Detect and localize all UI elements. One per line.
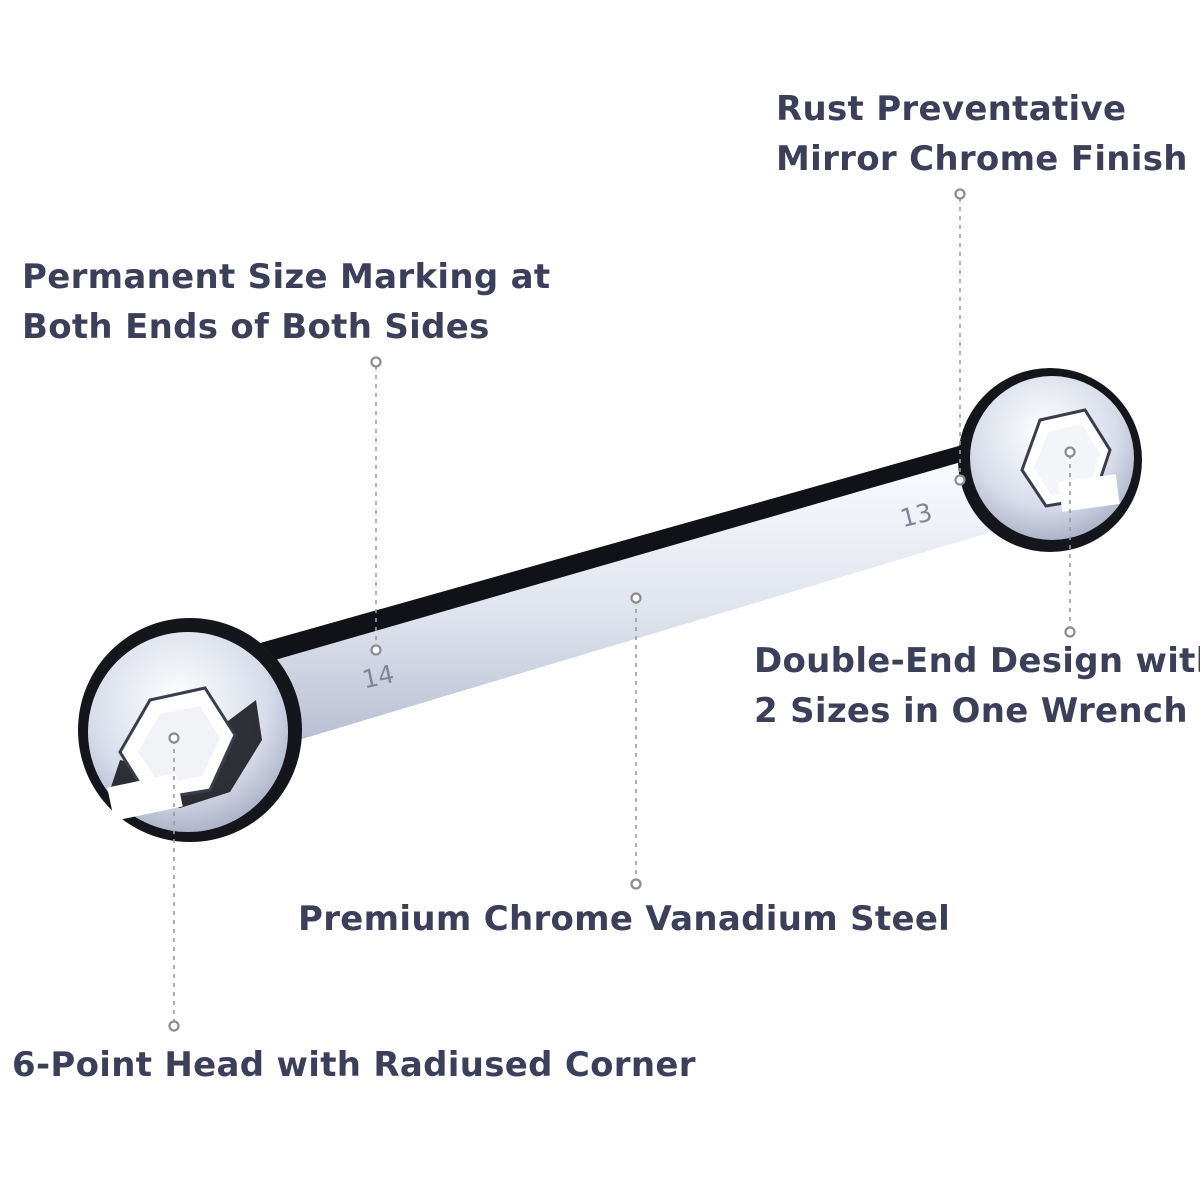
dot-rust-top [954,188,966,200]
callout-steel-text: Premium Chrome Vanadium Steel [298,899,951,939]
callout-rust-preventative: Rust Preventative Mirror Chrome Finish [776,84,1188,184]
size-stamp-14: 14 [360,659,397,694]
dot-head-top [168,732,180,744]
callout-size-marking: Permanent Size Marking at Both Ends of B… [22,252,550,352]
dot-size-end [370,644,382,656]
callout-size-line2: Both Ends of Both Sides [22,307,490,347]
dot-size-top [370,356,382,368]
callout-rust-line1: Rust Preventative [776,89,1127,129]
callout-head-text: 6-Point Head with Radiused Corner [12,1045,696,1085]
wrench-head-left [78,618,302,842]
dot-steel-top [630,592,642,604]
callout-six-point-head: 6-Point Head with Radiused Corner [12,1040,696,1090]
callout-size-line1: Permanent Size Marking at [22,257,551,297]
callout-double-line2: 2 Sizes in One Wrench [754,691,1188,731]
dot-double-top [1064,446,1076,458]
dot-rust-end [954,474,966,486]
callout-double-end: Double-End Design with 2 Sizes in One Wr… [754,636,1200,736]
dot-double-end [1064,626,1076,638]
callout-double-line1: Double-End Design with [754,641,1200,681]
leader-dots [168,188,1076,1032]
callout-rust-line2: Mirror Chrome Finish [776,139,1188,179]
wrench-head-right [958,368,1142,552]
leader-lines [173,198,1071,1026]
dot-head-end [168,1020,180,1032]
callout-steel: Premium Chrome Vanadium Steel [298,894,950,944]
dot-steel-end [630,878,642,890]
